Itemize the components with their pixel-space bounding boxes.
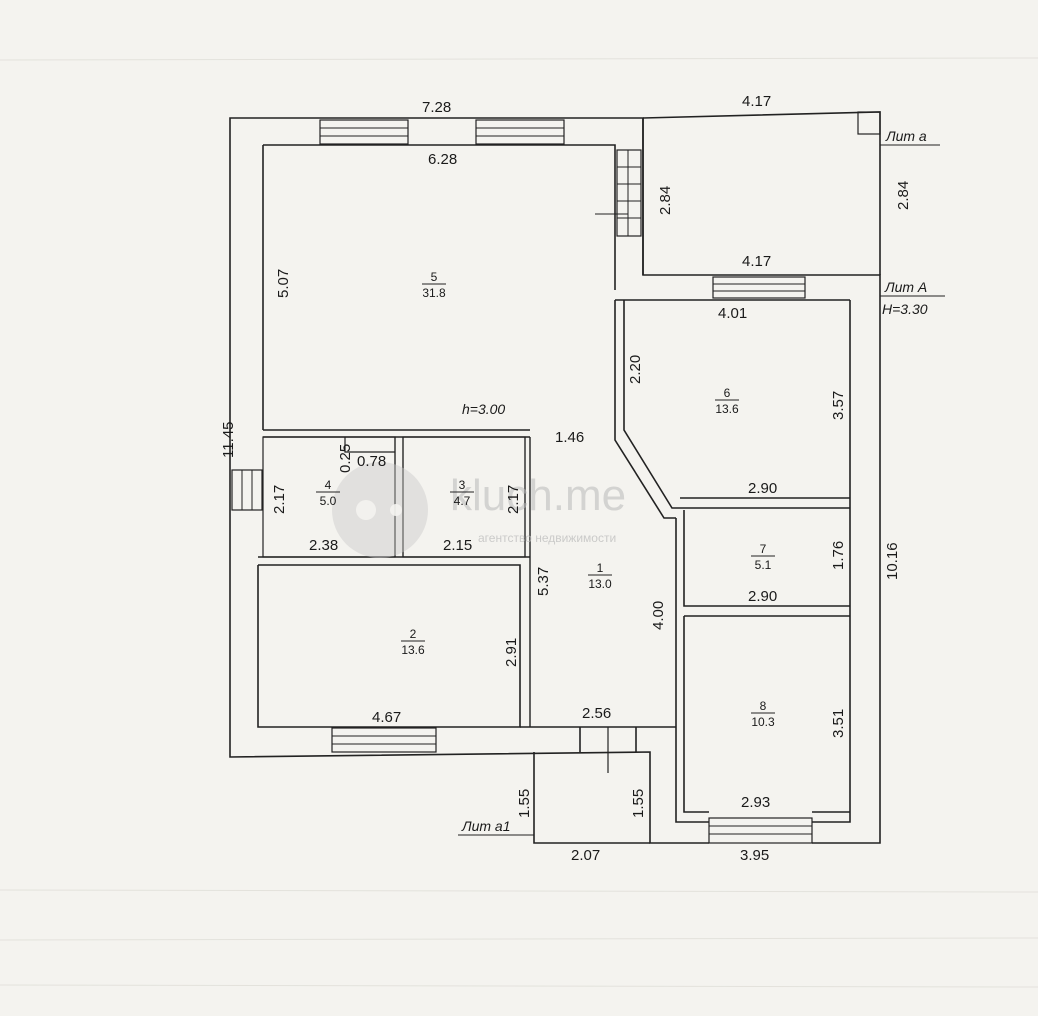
inner-dimensions: 6.28 5.07 2.84 4.17 4.01 2.20 3.57 2.90 …: [271, 151, 847, 818]
room-number: 8: [760, 699, 767, 713]
dim-r4-small-a: 0.25: [337, 444, 354, 473]
dim-r5-width: 6.28: [428, 151, 457, 168]
room-label-1: 113.0: [588, 561, 612, 591]
dim-porch-left: 1.55: [516, 789, 533, 818]
dim-top-left-width: 7.28: [422, 99, 451, 116]
room-area: 13.6: [401, 643, 425, 657]
dim-bottom-porch-width: 2.07: [571, 847, 600, 864]
label-height-h: h=3.00: [462, 401, 505, 417]
stair-opening: [595, 149, 642, 237]
label-lit-a: Лит а: [885, 128, 927, 144]
room-area: 4.7: [454, 494, 471, 508]
paper-background-lines: [0, 57, 1038, 988]
outer-walls: [229, 111, 881, 844]
dim-entry-width: 2.56: [582, 705, 611, 722]
dim-lit-a-inner-width: 4.17: [742, 253, 771, 270]
window-bottom-right: [708, 817, 813, 844]
windows: [231, 119, 813, 844]
label-lit-a1: Лит а1: [461, 818, 511, 834]
watermark: kluch.me агентство недвижимости: [332, 462, 626, 558]
dim-r4-small-b: 0.78: [357, 453, 386, 470]
lit-labels: Лит а Лит А H=3.30 h=3.00 Лит а1: [458, 128, 945, 836]
dim-r5-height: 5.07: [275, 269, 292, 298]
window-top-middle: [475, 119, 565, 145]
label-height-A: H=3.30: [882, 301, 928, 317]
dim-r3-width: 2.15: [443, 537, 472, 554]
dim-left-height: 11.45: [220, 422, 237, 458]
dim-right-height: 10.16: [884, 542, 901, 580]
lit-a-corner-mark: [857, 111, 881, 135]
dim-r7-bottom: 2.90: [748, 588, 777, 605]
room-area: 5.1: [755, 558, 772, 572]
dim-r6-width: 4.01: [718, 305, 747, 322]
room-label-8: 810.3: [751, 699, 775, 729]
dim-r4-width: 2.38: [309, 537, 338, 554]
dim-r6-height: 3.57: [830, 391, 847, 420]
room-label-7: 75.1: [751, 542, 775, 572]
watermark-tagline: агентство недвижимости: [478, 531, 616, 545]
room-area: 13.6: [715, 402, 739, 416]
window-lit-a-bottom: [712, 276, 806, 299]
room-number: 5: [431, 270, 438, 284]
dim-top-right-width: 4.17: [742, 93, 771, 110]
room-area: 31.8: [422, 286, 446, 300]
outer-dimensions: 7.28 4.17 11.45 10.16 2.84 3.95 2.07: [220, 93, 912, 864]
room-area: 13.0: [588, 577, 612, 591]
dim-r3-height: 2.17: [505, 485, 522, 514]
dim-r1-height: 5.37: [535, 567, 552, 596]
room-number: 1: [597, 561, 604, 575]
room-area: 5.0: [320, 494, 337, 508]
dim-bottom-right-width: 3.95: [740, 847, 769, 864]
dim-r2-height: 2.91: [503, 638, 520, 667]
room-number: 6: [724, 386, 731, 400]
room-label-6: 613.6: [715, 386, 739, 416]
room-area: 10.3: [751, 715, 775, 729]
dim-r6-bevel: 2.20: [627, 355, 644, 384]
room-label-4: 45.0: [316, 478, 340, 508]
dim-r8-height: 3.51: [830, 709, 847, 738]
room-number: 3: [459, 478, 466, 492]
room-number: 7: [760, 542, 767, 556]
room-label-2: 213.6: [401, 627, 425, 657]
dim-r2-width: 4.67: [372, 709, 401, 726]
dim-r7-height: 1.76: [830, 541, 847, 570]
watermark-logo-icon: [332, 462, 428, 558]
interior-walls: [257, 300, 850, 823]
dim-r4-height: 2.17: [271, 485, 288, 514]
dim-r8-width: 2.93: [741, 794, 770, 811]
watermark-brand: kluch.me: [450, 471, 626, 520]
room-label-3: 34.7: [450, 478, 474, 508]
room-label-5: 531.8: [422, 270, 446, 300]
label-lit-A: Лит А: [884, 279, 927, 295]
dim-r6-bottom: 2.90: [748, 480, 777, 497]
room-number: 2: [410, 627, 417, 641]
dim-r1-right: 4.00: [650, 601, 667, 630]
window-top-left: [319, 119, 409, 145]
dim-hall-width: 1.46: [555, 429, 584, 446]
dim-lit-a-height: 2.84: [895, 181, 912, 210]
dim-stair-width: 2.84: [657, 186, 674, 215]
window-bottom-left: [331, 727, 437, 753]
dim-porch-right: 1.55: [630, 789, 647, 818]
room-number: 4: [325, 478, 332, 492]
window-left: [231, 469, 263, 511]
